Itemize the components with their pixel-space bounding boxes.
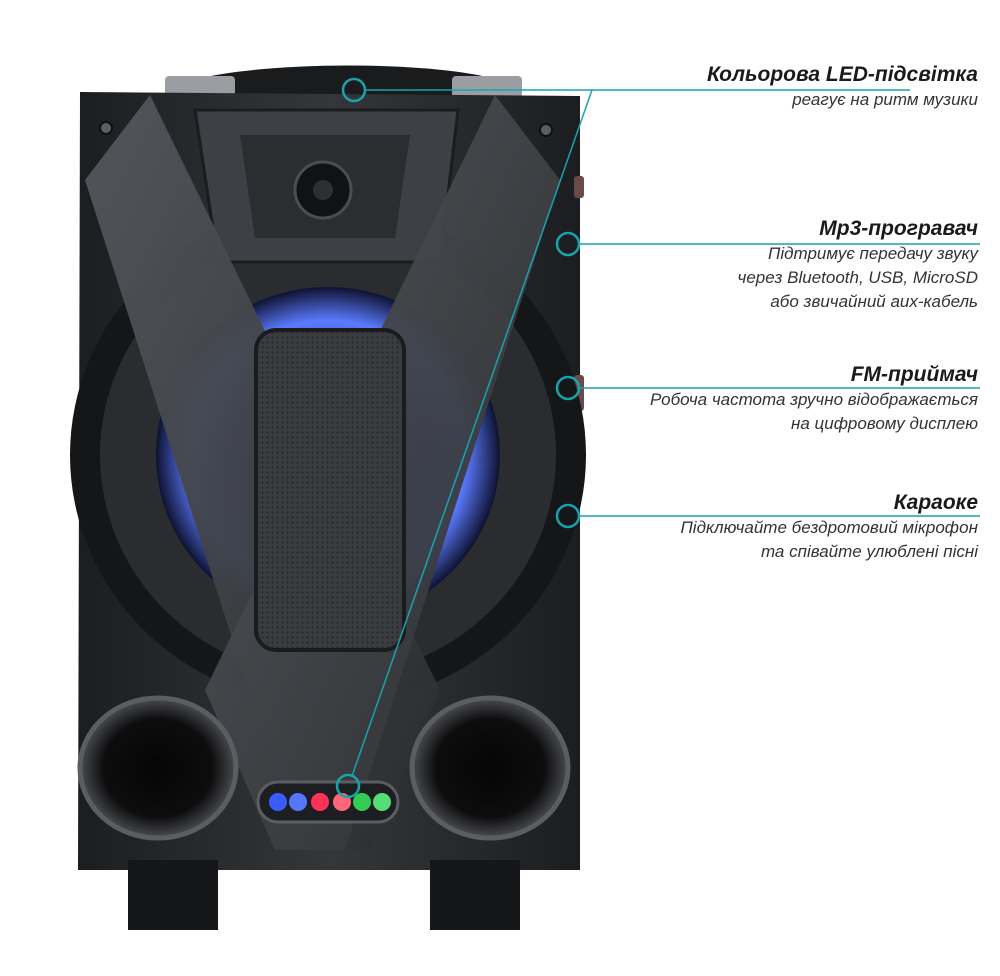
handle-bracket-left xyxy=(165,76,235,98)
callout-marker-led-strip xyxy=(335,773,361,799)
screw-left xyxy=(99,121,113,135)
callout-karaoke xyxy=(555,503,980,529)
callout-led-strip xyxy=(335,89,593,799)
bass-port-right xyxy=(409,695,571,841)
feature-description: на цифровому дисплею xyxy=(791,414,978,433)
feature-mp3-player: Mp3-програвач Підтримує передачу звуку ч… xyxy=(738,216,978,314)
callout-mp3 xyxy=(555,231,980,257)
feature-description: через Bluetooth, USB, MicroSD xyxy=(737,268,978,287)
feature-title: Караоке xyxy=(893,491,978,514)
feature-description: та співайте улюблені пісні xyxy=(760,542,978,561)
callout-fm xyxy=(555,375,980,401)
callout-led xyxy=(341,77,910,103)
feature-title: FM-приймач xyxy=(850,363,978,386)
feature-fm-receiver: FM-приймач Робоча частота зручно відобра… xyxy=(650,362,978,436)
feature-description: реагує на ритм музики xyxy=(792,90,978,109)
feature-title: Mp3-програвач xyxy=(819,217,978,240)
bass-port-left xyxy=(77,695,239,841)
foot-left xyxy=(128,860,218,930)
feature-description: або звичайний aux-кабель xyxy=(770,292,978,311)
feature-led-lighting: Кольорова LED-підсвітка реагує на ритм м… xyxy=(707,62,978,112)
handle-bracket-right xyxy=(452,76,522,98)
feature-description: Підтримує передачу звуку xyxy=(768,244,978,263)
screw-right xyxy=(539,123,553,137)
feature-karaoke: Караоке Підключайте бездротовий мікрофон… xyxy=(680,490,978,564)
side-button-top xyxy=(574,176,584,198)
handle xyxy=(165,65,520,100)
feature-description: Робоча частота зручно відображається xyxy=(649,390,978,409)
center-grille xyxy=(254,328,406,652)
feature-description: Підключайте бездротовий мікрофон xyxy=(680,518,978,537)
foot-right xyxy=(430,860,520,930)
feature-title: Кольорова LED-підсвітка xyxy=(707,63,978,86)
